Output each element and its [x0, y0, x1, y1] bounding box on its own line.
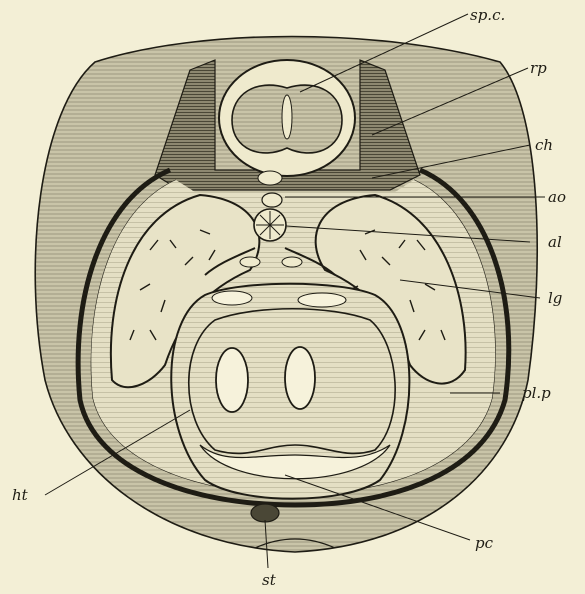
- label-al: al: [548, 233, 562, 251]
- heart-chamber-left: [216, 348, 248, 412]
- aorta: [262, 193, 282, 207]
- alimentary-canal: [254, 209, 286, 241]
- heart-chamber-right: [285, 347, 315, 409]
- label-rp: rp: [530, 59, 547, 77]
- label-pl-p: pl.p: [522, 384, 551, 402]
- sternum: [251, 504, 279, 522]
- label-ht: ht: [12, 486, 29, 504]
- notochord: [258, 171, 282, 185]
- label-ao: ao: [548, 188, 566, 206]
- vessel-upper-left: [212, 291, 252, 305]
- bronchus-left: [240, 257, 260, 267]
- bronchus-right: [282, 257, 302, 267]
- label-st: st: [262, 571, 277, 589]
- vessel-upper-right: [298, 293, 346, 307]
- label-pc: pc: [475, 534, 494, 552]
- label-ch: ch: [535, 136, 553, 154]
- label-lg: lg: [548, 289, 562, 307]
- central-canal: [282, 95, 292, 139]
- label-sp-c: sp.c.: [470, 6, 505, 24]
